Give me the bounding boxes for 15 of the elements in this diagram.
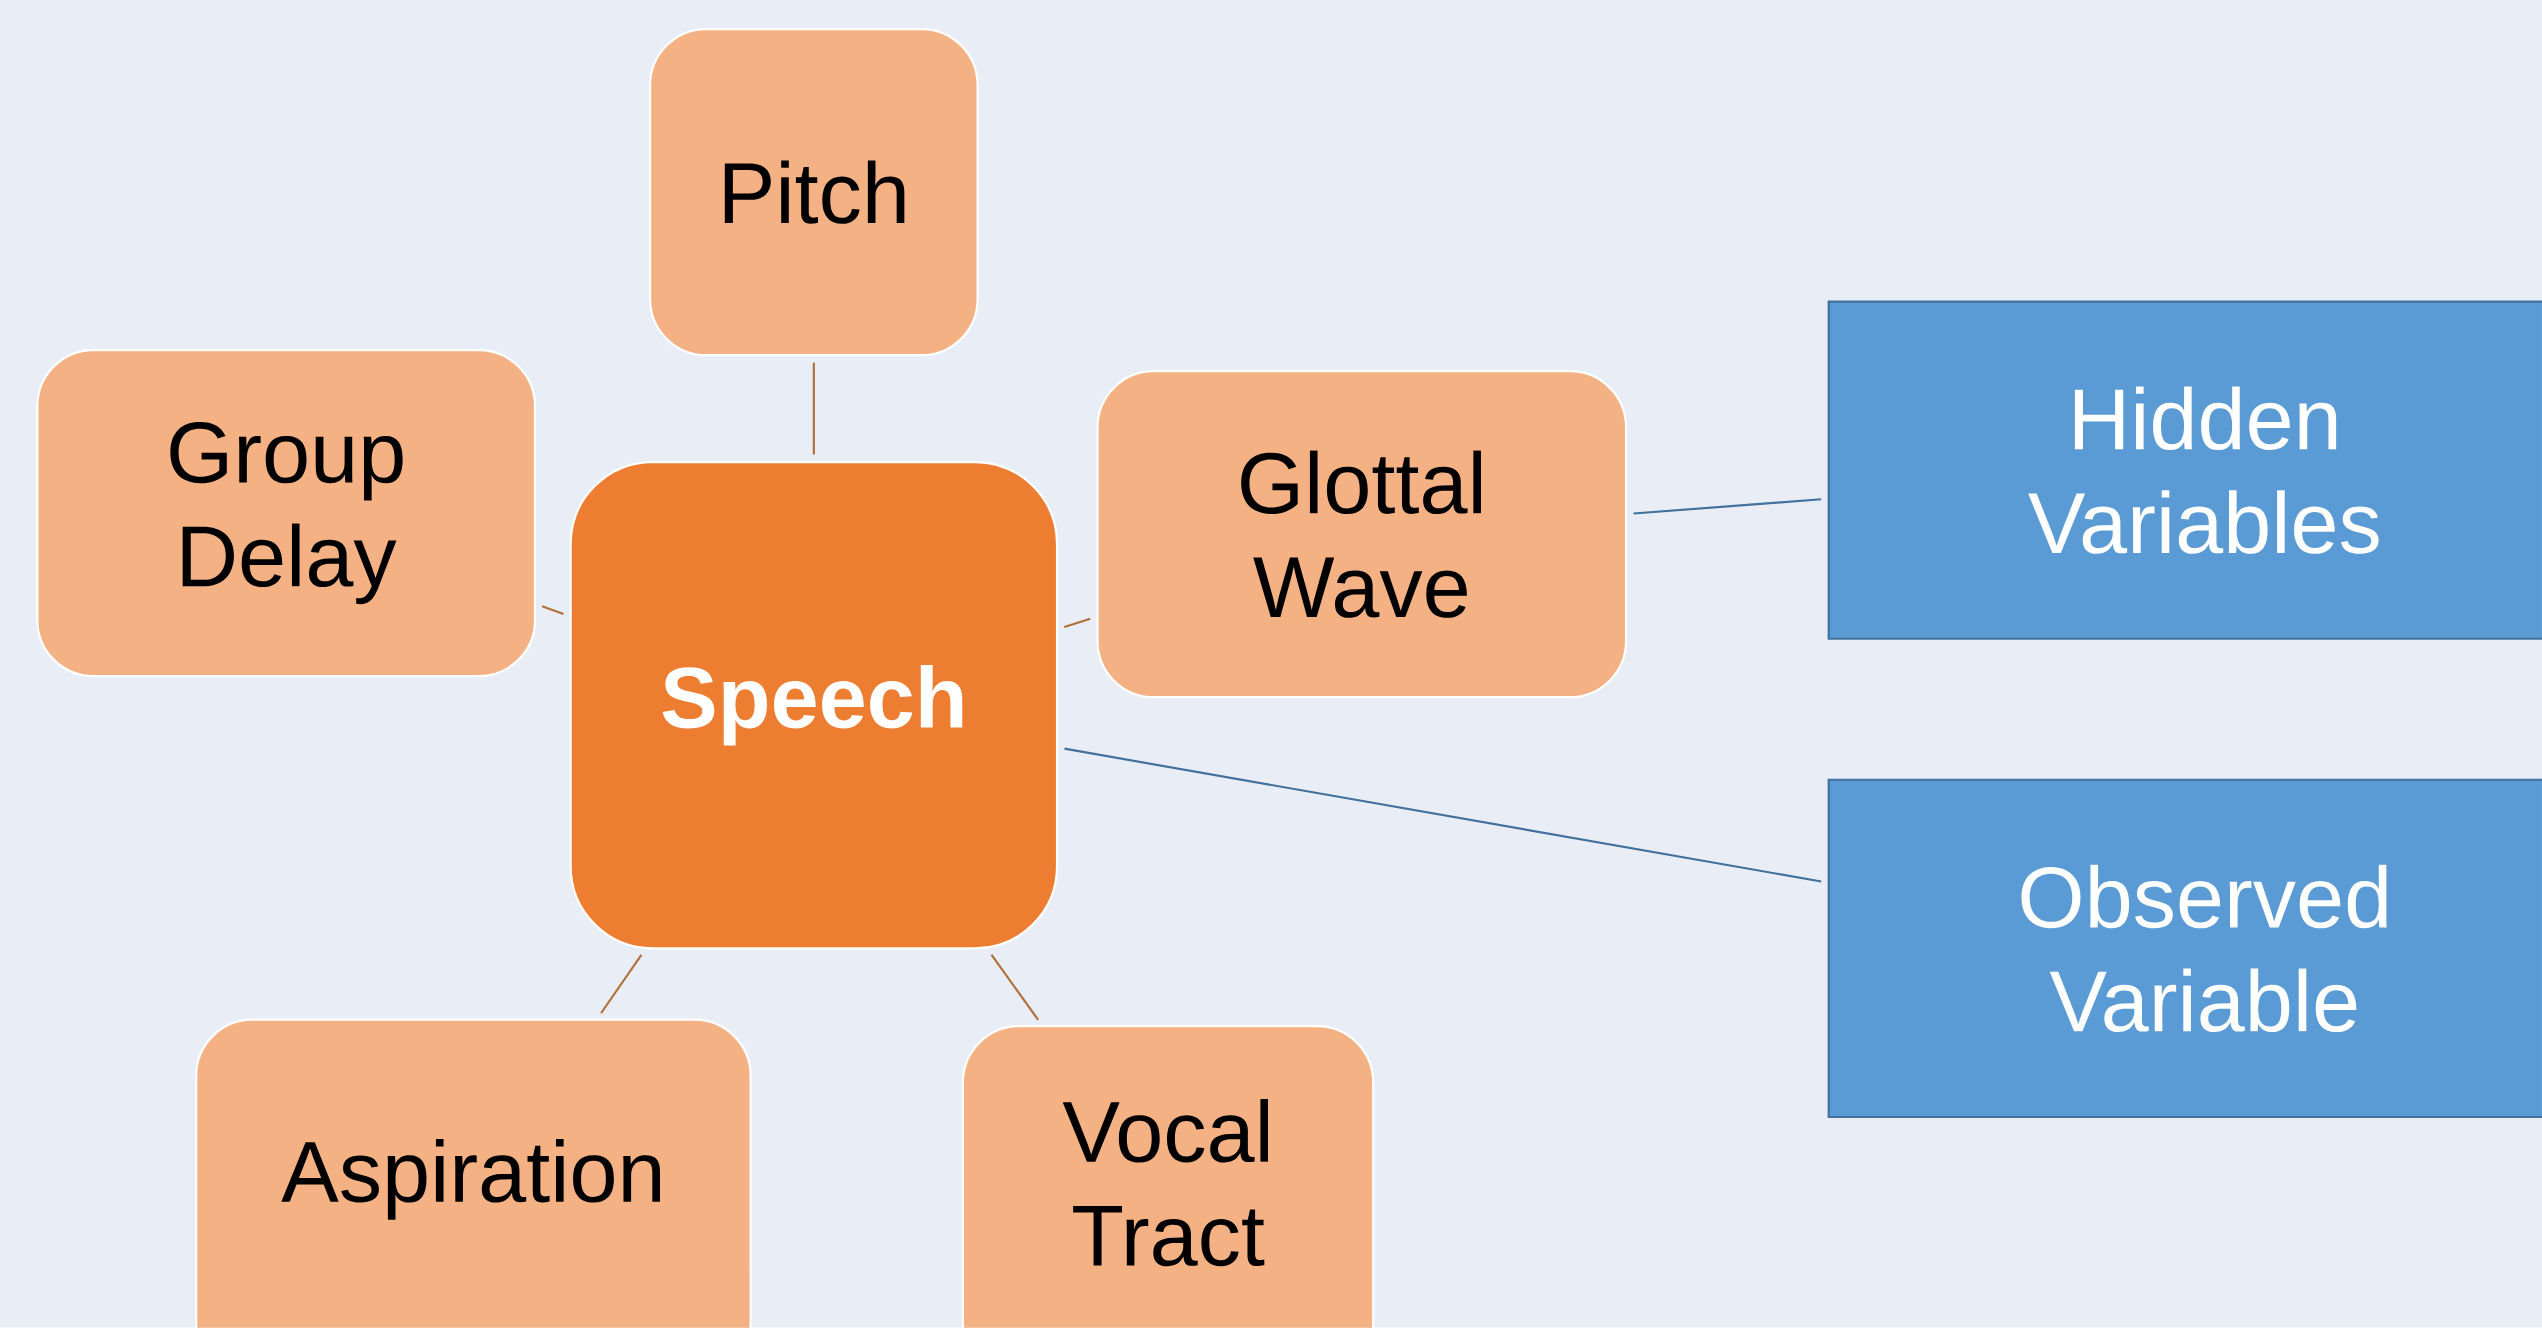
connector-line xyxy=(990,954,1039,1021)
leader-line xyxy=(1064,747,1822,883)
factor-box: Pitch xyxy=(649,28,979,357)
note-box: Hidden Variables xyxy=(1827,300,2542,640)
leader-line xyxy=(1633,498,1822,515)
factor-box: Glottal Wave xyxy=(1096,370,1628,699)
connector-line xyxy=(541,605,564,616)
factor-box: Vocal Tract xyxy=(961,1025,1375,1328)
topic-box: Speech xyxy=(569,461,1059,950)
factor-box: Group Delay xyxy=(36,349,537,678)
connector-line xyxy=(812,362,815,455)
connector-line xyxy=(1063,617,1091,629)
note-box: Observed Variable xyxy=(1827,778,2542,1119)
connector-line xyxy=(600,954,643,1014)
factor-box: Aspiration xyxy=(195,1018,752,1328)
